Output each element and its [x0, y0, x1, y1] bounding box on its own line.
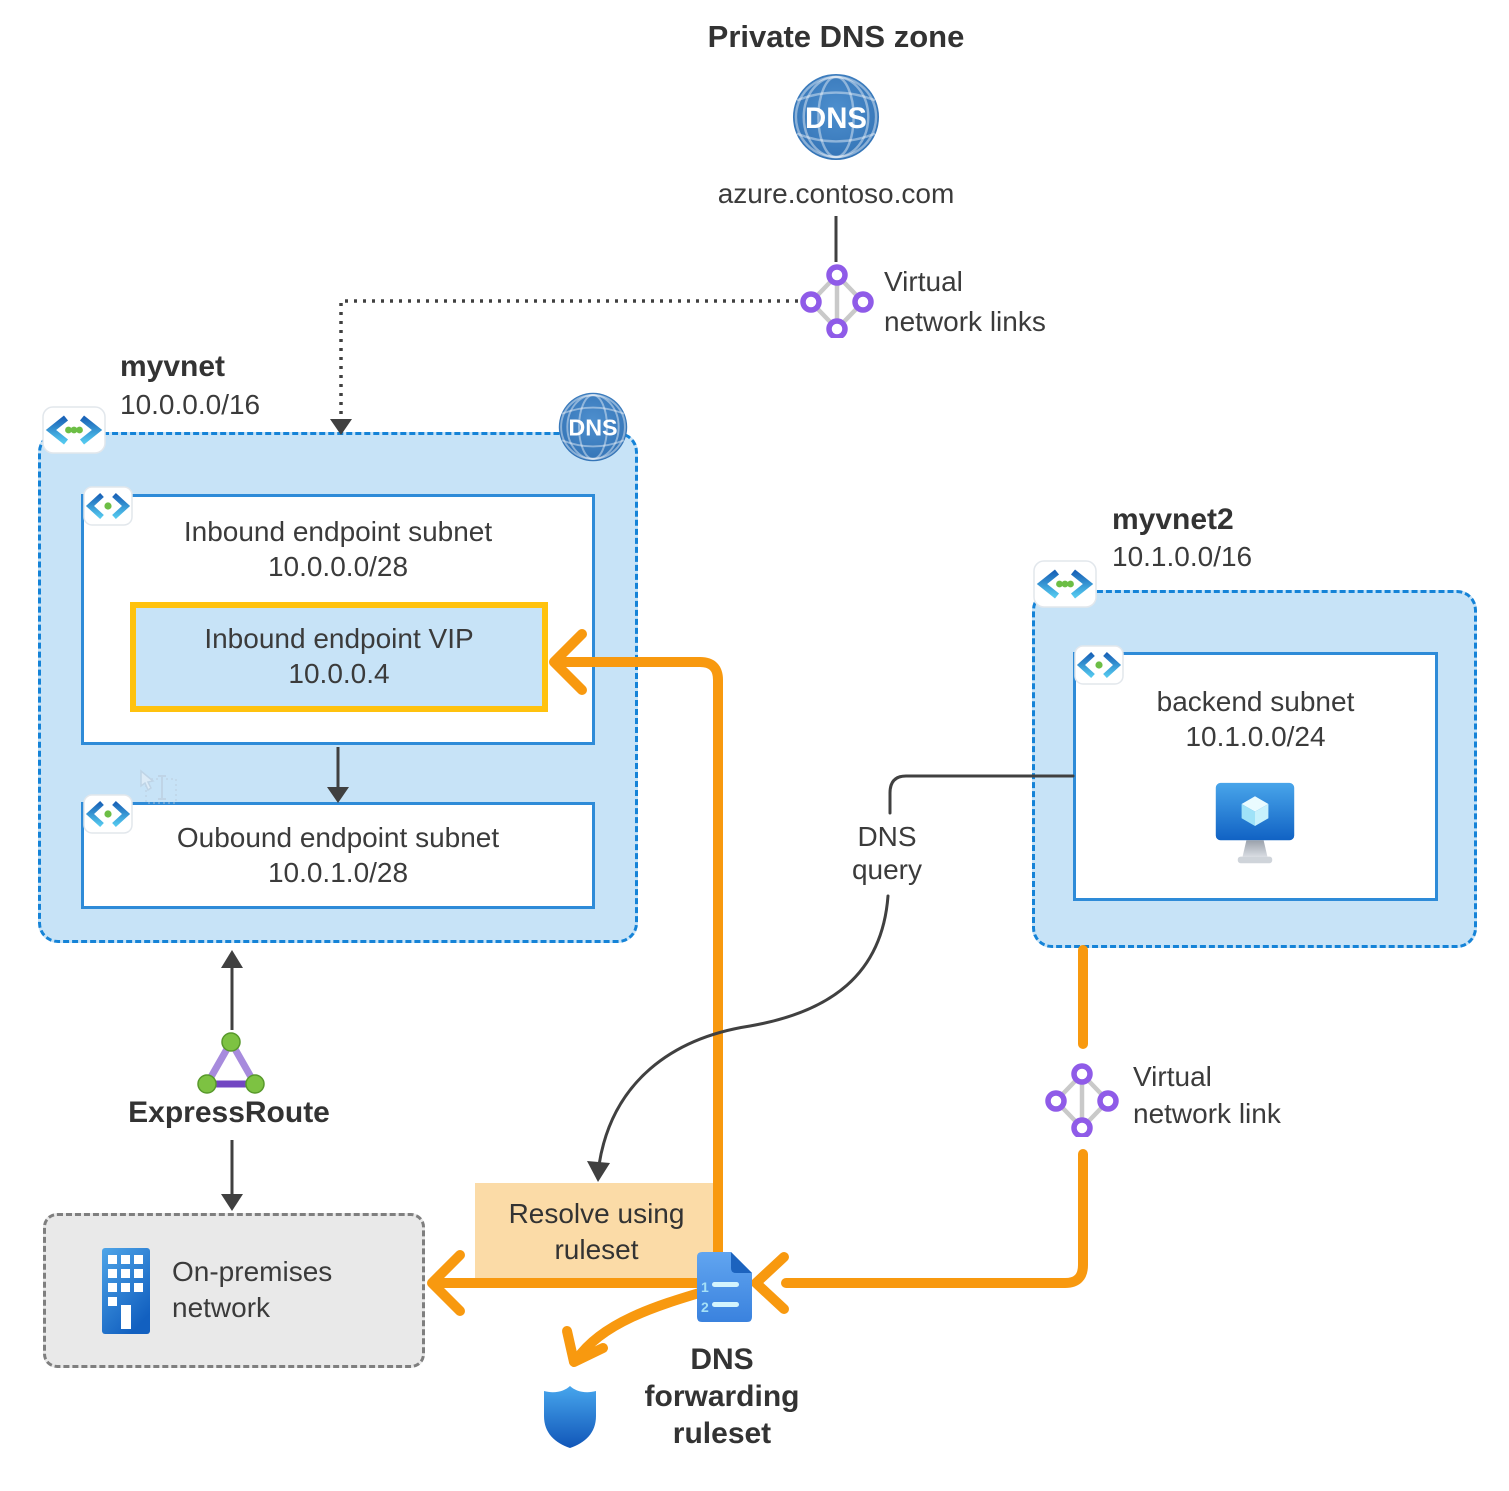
backend-subnet-icon: [1074, 645, 1124, 685]
on-premises-label: On-premises network: [172, 1254, 332, 1326]
virtual-network-link-line2: network link: [1133, 1098, 1281, 1129]
arrowhead-expressroute-down: [221, 1194, 243, 1211]
vm-icon: [1215, 782, 1295, 864]
myvnet-cidr: 10.0.0.0/16: [120, 389, 261, 420]
inbound-vip-name: Inbound endpoint VIP: [204, 623, 474, 654]
outbound-endpoint-subnet-box: [81, 802, 595, 909]
dns-query-line-lower: [597, 894, 890, 1167]
arrowhead-dns-query: [587, 1161, 610, 1182]
virtual-network-links-icon: [800, 264, 874, 338]
dns-query-line1: DNS: [857, 821, 917, 852]
ruleset-line3: ruleset: [672, 1417, 772, 1450]
doc-list-number-1: 1: [701, 1279, 709, 1295]
virtual-network-link-label: Virtual network link: [1133, 1058, 1281, 1132]
on-premises-line1: On-premises: [172, 1256, 333, 1287]
ruleset-line1: DNS: [690, 1343, 754, 1376]
dns-query-line2: query: [851, 854, 923, 885]
shield-icon: [544, 1386, 596, 1448]
myvnet2-cidr: 10.1.0.0/16: [1112, 541, 1253, 572]
outbound-subnet-label: Oubound endpoint subnet 10.0.1.0/28: [81, 820, 595, 890]
inbound-vip-label: Inbound endpoint VIP 10.0.0.4: [130, 621, 548, 691]
inbound-endpoint-vip-box: [130, 602, 548, 712]
backend-subnet-cidr: 10.1.0.0/24: [1185, 721, 1326, 752]
myvnet-vnet-icon: [42, 406, 106, 454]
ruleset-line2: forwarding: [644, 1380, 800, 1413]
expressroute-label: ExpressRoute: [128, 1096, 330, 1129]
expressroute-icon: [197, 1032, 265, 1094]
inbound-subnet-name: Inbound endpoint subnet: [183, 516, 493, 547]
outbound-subnet-name: Oubound endpoint subnet: [176, 822, 500, 853]
myvnet2-vnet-icon: [1033, 560, 1097, 608]
arrowhead-ruleset: [751, 1252, 789, 1314]
resolve-line1: Resolve using: [508, 1198, 685, 1229]
virtual-network-link-line1: Virtual: [1133, 1061, 1212, 1092]
dns-forwarding-ruleset-label: DNS forwarding ruleset: [602, 1341, 842, 1452]
dns-query-label: DNS query: [807, 820, 967, 886]
virtual-network-links-label: Virtual network links: [884, 262, 1046, 342]
dns-zone-domain: azure.contoso.com: [717, 178, 955, 209]
myvnet-name: myvnet: [120, 350, 226, 383]
private-dns-zone-title: Private DNS zone: [707, 19, 965, 54]
doc-list-number-2: 2: [701, 1299, 709, 1315]
building-icon: [102, 1248, 150, 1334]
inbound-subnet-label: Inbound endpoint subnet 10.0.0.0/28: [81, 514, 595, 584]
inbound-subnet-cidr: 10.0.0.0/28: [267, 551, 409, 582]
myvnet2-name: myvnet2: [1112, 503, 1234, 536]
dns-zone-globe-icon: DNS: [792, 73, 880, 161]
arrow-vnetlink-to-ruleset: [781, 1149, 1088, 1288]
inbound-subnet-icon: [83, 486, 133, 526]
arrowhead-shield: [562, 1326, 608, 1367]
arrowhead-expressroute-up: [221, 950, 243, 968]
backend-subnet-name: backend subnet: [1156, 686, 1355, 717]
myvnet-dns-globe-icon: DNS: [558, 392, 628, 462]
virtual-network-link-icon: [1045, 1063, 1119, 1137]
resolve-using-ruleset-label: Resolve using ruleset: [475, 1196, 718, 1268]
virtual-network-links-line2: network links: [884, 306, 1046, 337]
on-premises-line2: network: [172, 1292, 271, 1323]
virtual-network-links-line1: Virtual: [884, 266, 963, 297]
inbound-vip-ip: 10.0.0.4: [288, 658, 390, 689]
resolve-line2: ruleset: [554, 1234, 639, 1265]
arrowhead-onprem: [427, 1250, 465, 1316]
dns-globe-text: DNS: [805, 102, 867, 135]
backend-subnet-label: backend subnet 10.1.0.0/24: [1073, 684, 1438, 754]
outbound-subnet-cidr: 10.0.1.0/28: [267, 857, 409, 888]
outbound-subnet-icon: [83, 794, 133, 834]
dns-globe-text: DNS: [568, 415, 617, 441]
